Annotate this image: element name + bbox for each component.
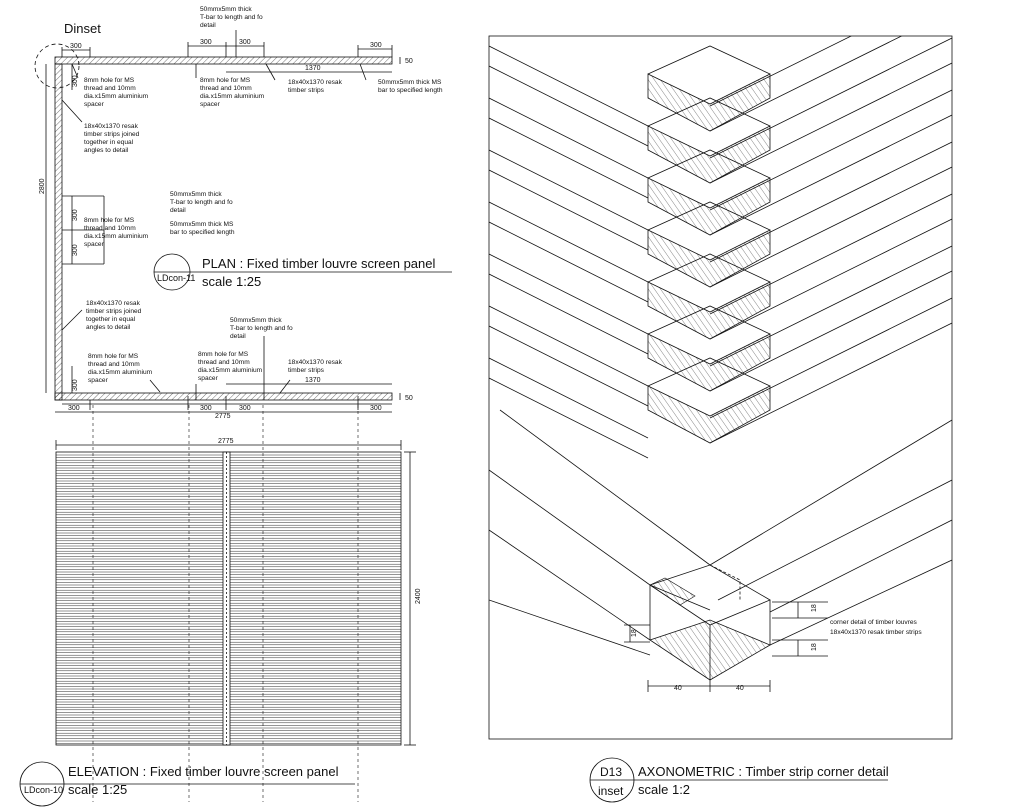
note-tbar-top: 50mmx5mm thick T-bar to length and fo de… bbox=[200, 6, 265, 29]
axo-corner-strips bbox=[489, 409, 952, 681]
note-hole-2: 8mm hole for MS thread and 10mm dia.x15m… bbox=[200, 77, 266, 108]
axo-strip-pair bbox=[489, 245, 952, 407]
dim-left-300-d: 300 bbox=[72, 379, 79, 391]
dim-bot-right: 300 bbox=[370, 405, 382, 412]
axo-dim-a: 40 bbox=[674, 685, 682, 692]
dim-left-300-a: 300 bbox=[72, 75, 79, 87]
dim-bot-left: 300 bbox=[68, 405, 80, 412]
note-bar-mid: 50mmx5mm thick MS bar to specified lengt… bbox=[170, 221, 235, 236]
axo-strip-pair bbox=[489, 193, 952, 355]
dim-left-300-c: 300 bbox=[72, 244, 79, 256]
elevation-title: ELEVATION : Fixed timber louvre screen p… bbox=[68, 764, 339, 779]
axo-strip-pair bbox=[489, 297, 952, 459]
note-bar-top: 50mmx5mm thick MS bar to specified lengt… bbox=[378, 79, 443, 94]
elevation-text: 2775 2400 ELEVATION : Fixed timber louvr… bbox=[24, 438, 422, 797]
axo-dim-thk-2: 18 bbox=[631, 629, 638, 637]
axonometric-text: corner detail of timber louvres 18x40x13… bbox=[598, 604, 922, 798]
axo-dim-thk-1: 18 bbox=[811, 604, 818, 612]
axo-title: AXONOMETRIC : Timber strip corner detail bbox=[638, 764, 889, 779]
axo-frame bbox=[488, 35, 953, 740]
axo-dim-thk-3: 18 bbox=[811, 643, 818, 651]
note-strips-top: 18x40x1370 resak timber strips bbox=[288, 79, 344, 94]
elevation-ref: LDcon-10 bbox=[24, 785, 63, 795]
note-tbar-bot: 50mmx5mm thick T-bar to length and fo de… bbox=[230, 317, 295, 340]
dim-bot-mid-b: 300 bbox=[239, 405, 251, 412]
inset-label: Dinset bbox=[64, 21, 101, 36]
dim-bot-1370: 1370 bbox=[305, 377, 321, 384]
axo-louvre-stack bbox=[489, 36, 952, 459]
plan-ref: LDcon-11 bbox=[157, 273, 195, 283]
plan-text: Dinset 300 300 300 300 1370 50 2800 300 … bbox=[39, 6, 443, 420]
axo-strip-pair bbox=[489, 37, 952, 199]
axo-ref-bottom: inset bbox=[598, 784, 624, 798]
note-strips-bot: 18x40x1370 resak timber strips bbox=[288, 359, 344, 374]
axo-strip-pair bbox=[489, 89, 952, 251]
dim-bot-50: 50 bbox=[405, 395, 413, 402]
dim-left-2800: 2800 bbox=[39, 178, 46, 194]
axo-note: corner detail of timber louvres 18x40x13… bbox=[830, 619, 922, 636]
dim-bot-mid-a: 300 bbox=[200, 405, 212, 412]
dim-top-right: 300 bbox=[370, 42, 382, 49]
axo-ref-top: D13 bbox=[600, 765, 622, 779]
note-strips-joined-2: 18x40x1370 resak timber strips joined to… bbox=[86, 300, 143, 331]
note-strips-joined-1: 18x40x1370 resak timber strips joined to… bbox=[84, 123, 141, 154]
dim-top-1370: 1370 bbox=[305, 65, 321, 72]
axo-dim-b: 40 bbox=[736, 685, 744, 692]
dim-top-50: 50 bbox=[405, 58, 413, 65]
plan-bottom-wall bbox=[54, 392, 393, 401]
plan-title: PLAN : Fixed timber louvre screen panel bbox=[202, 256, 435, 271]
axo-strip-pair bbox=[489, 141, 952, 303]
plan-top-wall bbox=[54, 56, 393, 65]
elevation-view bbox=[19, 405, 416, 807]
inset-circle bbox=[34, 43, 80, 89]
elevation-scale: scale 1:25 bbox=[68, 782, 127, 797]
note-hole-5: 8mm hole for MS thread and 10mm dia.x15m… bbox=[198, 351, 264, 382]
axo-scale: scale 1:2 bbox=[638, 782, 690, 797]
axo-strip-pair bbox=[489, 36, 903, 147]
dim-elev-width: 2775 bbox=[218, 438, 234, 445]
dim-top-left: 300 bbox=[70, 43, 82, 50]
dim-left-300-b: 300 bbox=[72, 209, 79, 221]
dim-bot-2775: 2775 bbox=[215, 413, 231, 420]
plan-view bbox=[34, 30, 452, 413]
note-hole-3: 8mm hole for MS thread and 10mm dia.x15m… bbox=[84, 217, 150, 248]
dim-elev-height: 2400 bbox=[415, 588, 422, 604]
axonometric-view bbox=[488, 35, 953, 803]
note-hole-1: 8mm hole for MS thread and 10mm dia.x15m… bbox=[84, 77, 150, 108]
plan-scale: scale 1:25 bbox=[202, 274, 261, 289]
dim-top-mid-b: 300 bbox=[239, 39, 251, 46]
note-hole-4: 8mm hole for MS thread and 10mm dia.x15m… bbox=[88, 353, 154, 384]
note-tbar-mid: 50mmx5mm thick T-bar to length and fo de… bbox=[170, 191, 235, 214]
dim-top-mid-a: 300 bbox=[200, 39, 212, 46]
plan-left-wall bbox=[54, 63, 63, 401]
